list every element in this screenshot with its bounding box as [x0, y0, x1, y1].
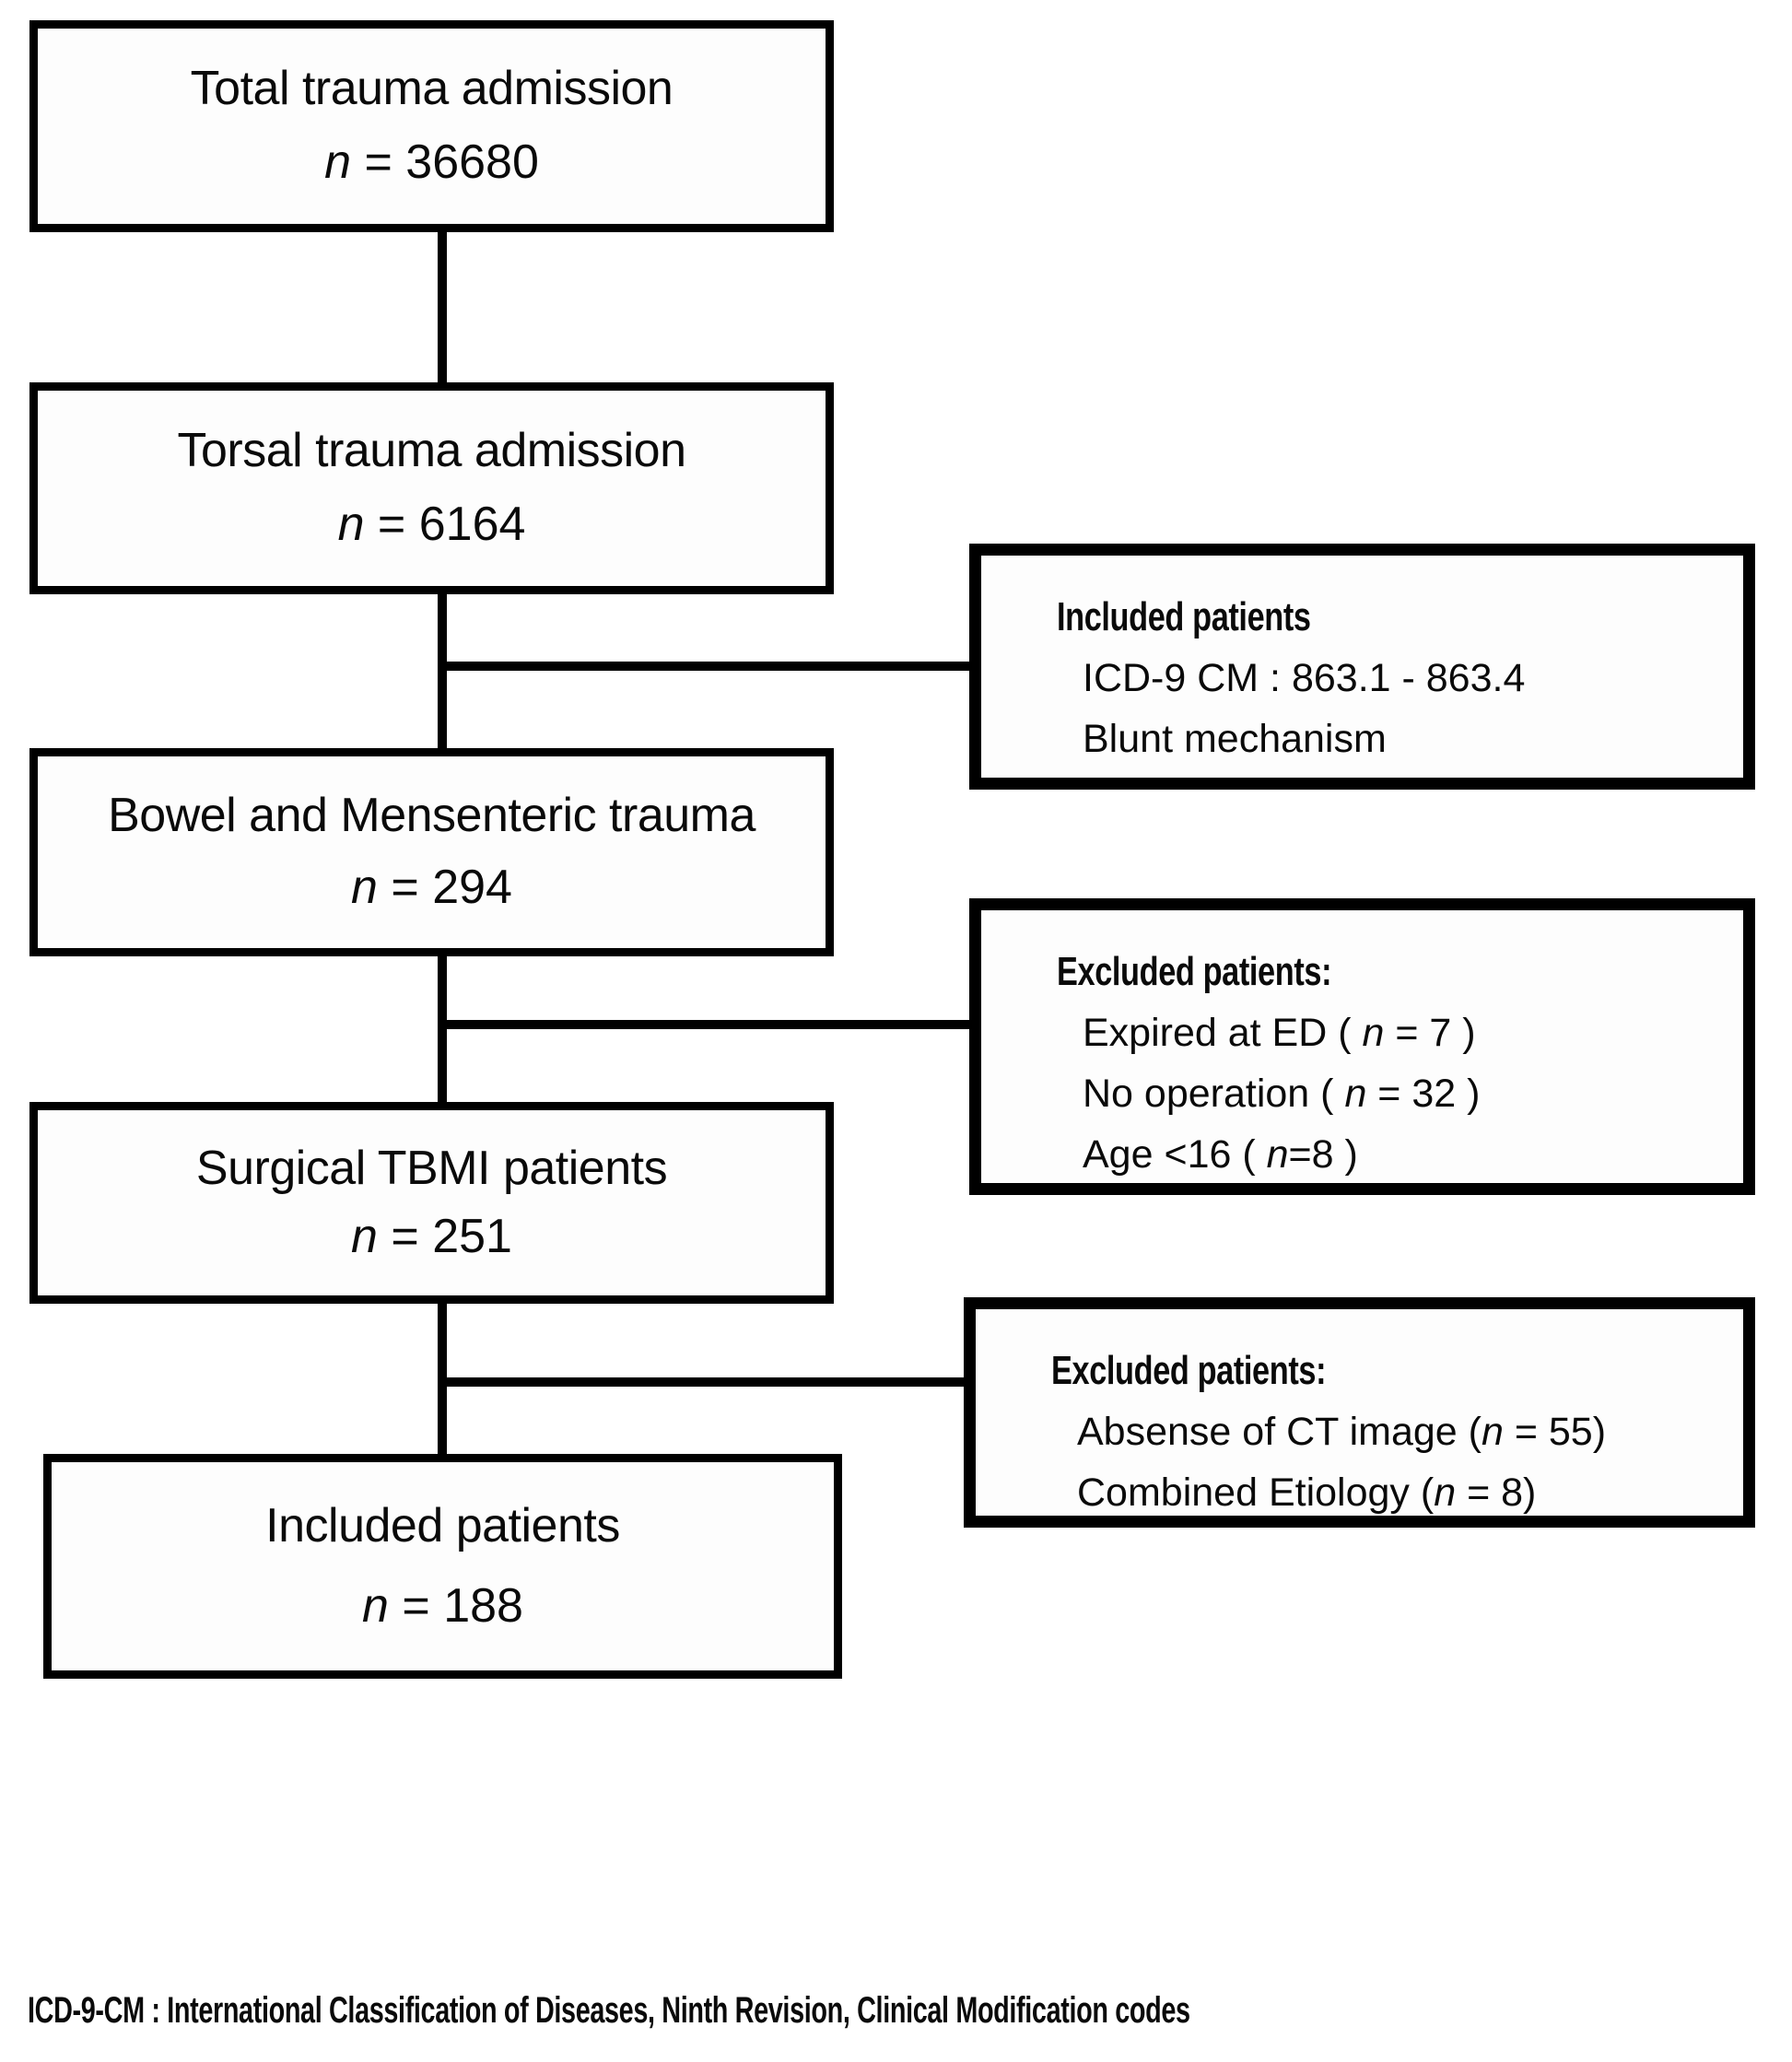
- n-symbol: n: [351, 861, 378, 915]
- n-value: = 188: [388, 1578, 523, 1633]
- n-symbol: n: [351, 1210, 378, 1264]
- box-count: n = 294: [351, 861, 512, 914]
- flow-box-total-trauma-admission: Total trauma admission n = 36680: [29, 20, 834, 232]
- side-box-exclusion-criteria-2: Excluded patients: Absense of CT image (…: [964, 1297, 1755, 1528]
- box-title: Torsal trauma admission: [177, 424, 686, 478]
- n-symbol: n: [324, 135, 352, 190]
- n-symbol: n: [362, 1578, 389, 1633]
- box-count: n = 188: [362, 1578, 523, 1633]
- flow-box-torsal-trauma-admission: Torsal trauma admission n = 6164: [29, 382, 834, 594]
- connector-vertical-3: [438, 955, 447, 1104]
- side-box-header: Excluded patients:: [1057, 949, 1332, 994]
- box-title: Bowel and Mensenteric trauma: [108, 789, 755, 843]
- side-box-inclusion-criteria: Included patients ICD-9 CM : 863.1 - 863…: [969, 544, 1755, 790]
- connector-branch-2: [442, 1020, 971, 1029]
- connector-vertical-1: [438, 230, 447, 384]
- abbreviation-footnote: ICD-9-CM : International Classification …: [28, 1990, 1190, 2031]
- connector-vertical-2: [438, 592, 447, 750]
- criteria-item: Combined Etiology (n = 8): [1077, 1470, 1537, 1515]
- side-box-header: Included patients: [1057, 594, 1311, 639]
- box-title: Total trauma admission: [190, 62, 673, 116]
- criteria-item: Expired at ED ( n = 7 ): [1083, 1011, 1476, 1055]
- flow-box-surgical-tbmi-patients: Surgical TBMI patients n = 251: [29, 1102, 834, 1304]
- box-count: n = 6164: [338, 498, 526, 551]
- n-value: = 36680: [351, 135, 539, 190]
- n-value: = 6164: [364, 498, 526, 552]
- box-count: n = 36680: [324, 136, 539, 189]
- n-value: = 294: [377, 861, 512, 915]
- connector-branch-3: [442, 1377, 966, 1387]
- flow-box-included-patients: Included patients n = 188: [43, 1454, 842, 1679]
- box-title: Included patients: [265, 1498, 620, 1552]
- side-box-header: Excluded patients:: [1051, 1348, 1327, 1393]
- box-title: Surgical TBMI patients: [195, 1141, 668, 1195]
- criteria-item: No operation ( n = 32 ): [1083, 1072, 1481, 1116]
- criteria-item: Age <16 ( n=8 ): [1083, 1132, 1358, 1177]
- side-box-exclusion-criteria-1: Excluded patients: Expired at ED ( n = 7…: [969, 898, 1755, 1195]
- criteria-item: ICD-9 CM : 863.1 - 863.4: [1083, 656, 1526, 700]
- n-value: = 251: [377, 1210, 512, 1264]
- n-symbol: n: [337, 498, 365, 552]
- flow-box-bowel-mesenteric-trauma: Bowel and Mensenteric trauma n = 294: [29, 748, 834, 956]
- criteria-item: Absense of CT image (n = 55): [1077, 1410, 1607, 1454]
- criteria-item: Blunt mechanism: [1083, 717, 1387, 761]
- connector-branch-1: [442, 662, 971, 671]
- box-count: n = 251: [351, 1211, 512, 1263]
